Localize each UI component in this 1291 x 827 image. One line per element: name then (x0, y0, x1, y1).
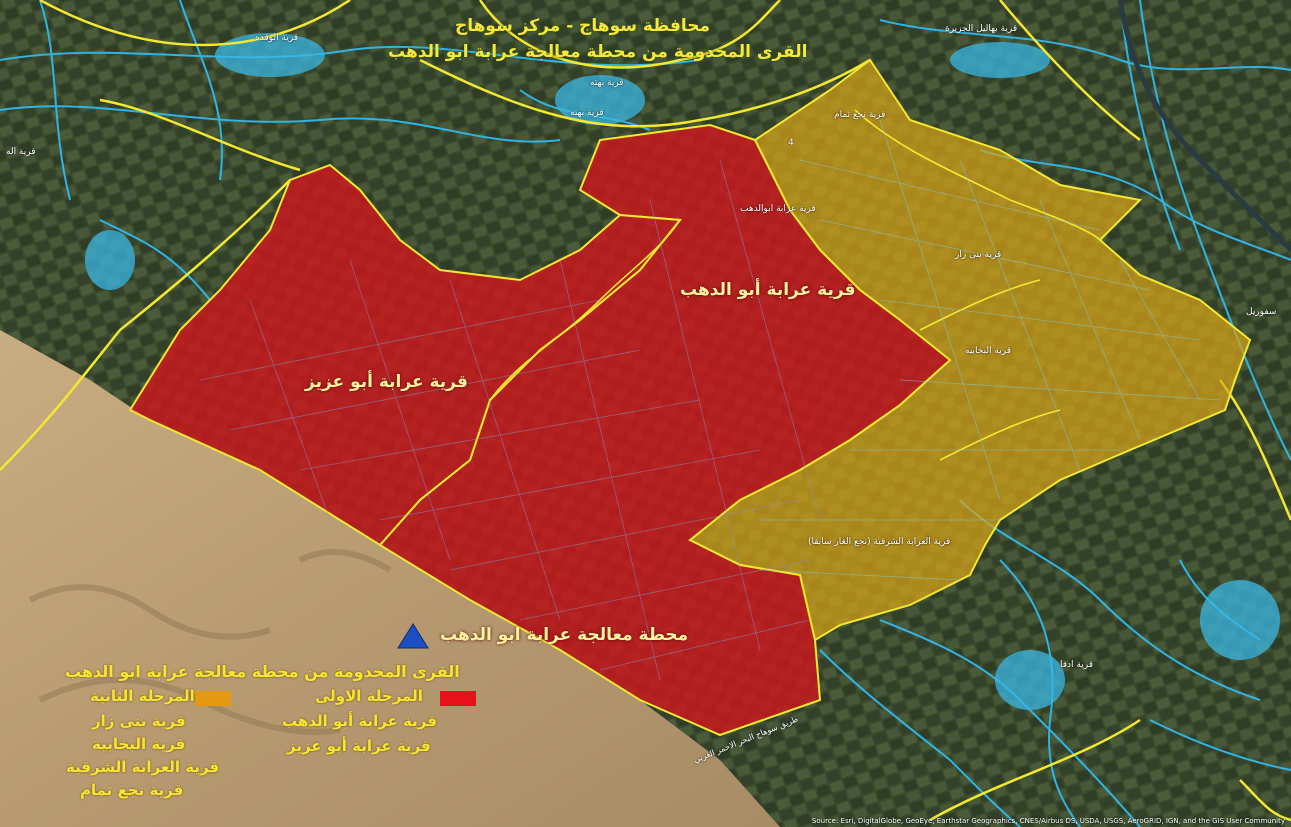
map-title-line1: محافظة سوهاج - مركز سوهاج (455, 16, 711, 36)
map-title-line2: القرى المخدومة من محطة معالجة عرابة ابو … (388, 42, 808, 62)
village-label: قرية بهاليل الجزيرة (945, 24, 1018, 34)
village-label: قرية بهته (570, 108, 604, 118)
edge-label: قرية اله (6, 147, 36, 157)
village-label: قرية نجع تمام (834, 110, 886, 120)
legend-phase1-item: قرية عرابة أبو عزيز (287, 737, 431, 755)
field-lines (199, 159, 821, 681)
legend-phase2-item: قرية العرابة الشرقية (66, 758, 220, 776)
village-settlements (85, 33, 1280, 710)
village-label: قرية الوقده (255, 33, 299, 43)
railway (1117, 0, 1291, 252)
inner-boundaries (489, 109, 1101, 461)
map-attribution: Source: Esri, DigitalGlobe, GeoEye, Eart… (811, 817, 1285, 825)
legend-phase2-label: المرحلة الثانية (90, 687, 195, 705)
legend-phase1-label: المرحلة الاولى (315, 687, 423, 705)
village-label: قرية العرابة الشرقية (نجع الغار سابقا) (808, 537, 951, 547)
village-label: قرية بهته (590, 78, 624, 88)
area-label-araba-abu-aziz: قرية عرابة أبو عزيز (305, 372, 468, 392)
legend-swatch-phase2 (195, 691, 231, 706)
station-marker-icon (397, 623, 429, 649)
station-label: محطة معالجة عرابة ابو الدهب (440, 625, 689, 645)
village-label: قرية ادفا (1060, 660, 1094, 670)
village-label: قرية بنى زار (955, 250, 1002, 260)
village-label: قرية عرابة ابوالدهب (740, 204, 816, 214)
legend-swatch-phase1 (440, 691, 476, 706)
legend-phase2-item: قرية بنى زار (92, 712, 186, 730)
edge-label: سفوريل (1246, 307, 1277, 317)
legend-title: القرى المخدومة من محطة معالجة عرابة ابو … (65, 662, 460, 681)
edge-label: 4 (788, 138, 794, 148)
field-lines-phase2 (759, 119, 1221, 581)
area-label-araba-abu-dahab: قرية عرابة أبو الدهب (680, 280, 856, 300)
legend-phase2-item: قرية نجع تمام (80, 781, 184, 799)
village-label: قرية البخابيه (965, 346, 1012, 356)
legend-phase1-item: قرية عرابة أبو الدهب (282, 712, 437, 730)
legend-phase2-item: قرية البخابية (92, 735, 186, 753)
